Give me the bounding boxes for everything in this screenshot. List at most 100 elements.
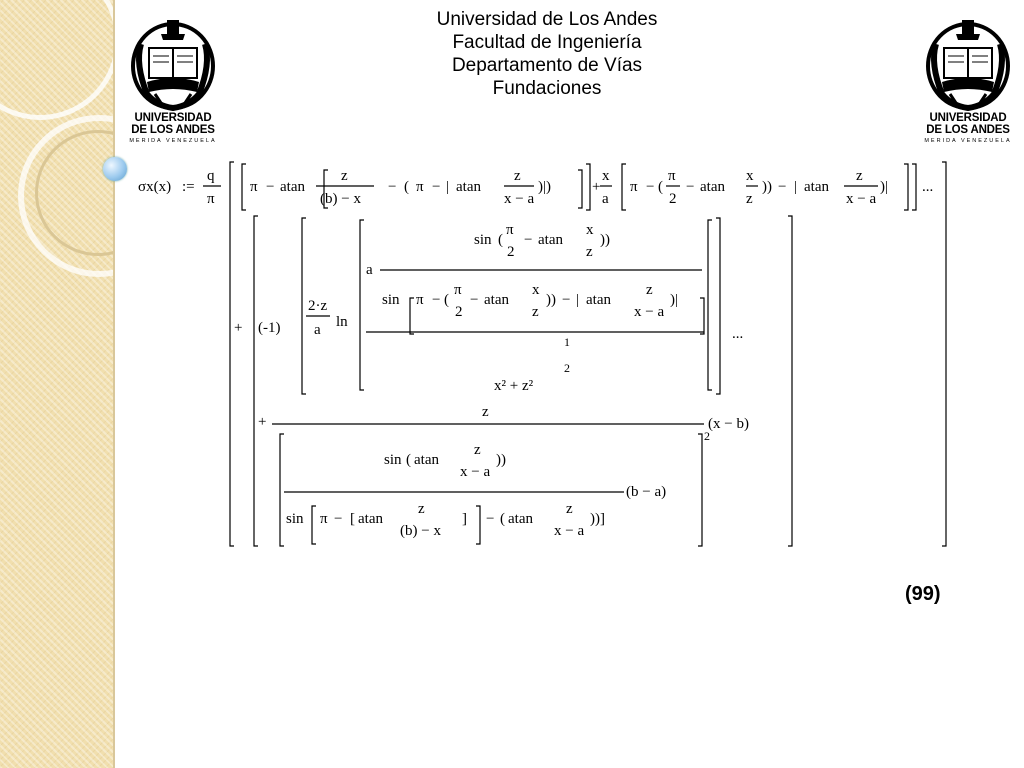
x-symbol: x — [532, 282, 540, 298]
logo-name-line1: UNIVERSIDAD — [134, 112, 212, 124]
logo-location: MERIDA VENEZUELA — [924, 138, 1012, 144]
university-seal-icon — [926, 20, 1010, 112]
department-title: Departamento de Vías — [451, 55, 643, 76]
svg-text:)): )) — [496, 452, 506, 468]
svg-text:)): )) — [600, 232, 610, 248]
svg-text:|: | — [446, 179, 449, 195]
svg-text:−: − — [432, 179, 440, 195]
svg-text:−: − — [470, 292, 478, 308]
svg-text:]: ] — [462, 511, 467, 527]
svg-text:σx(x): σx(x) — [138, 179, 171, 195]
assign-symbol: := — [182, 179, 195, 195]
two-z: 2·z — [308, 298, 327, 314]
z-symbol: z — [746, 191, 753, 207]
pi-symbol: π — [250, 179, 258, 195]
svg-text:)|: )| — [880, 179, 888, 195]
pi-symbol: π — [506, 222, 514, 238]
x-minus-a: x − a — [460, 464, 490, 480]
exponent-two: 2 — [704, 429, 710, 443]
ellipsis: ... — [922, 179, 933, 195]
atan-label: atan — [700, 179, 725, 195]
z-symbol: z — [514, 168, 521, 184]
x2-plus-z2: x² + z² — [494, 378, 534, 394]
z-symbol: z — [341, 168, 348, 184]
atan-label: atan — [538, 232, 563, 248]
svg-text:−: − — [686, 179, 694, 195]
b-minus-a: (b − a) — [626, 484, 666, 500]
q-symbol: q — [207, 168, 215, 184]
sin-label: sin — [382, 292, 400, 308]
bullet-orb-icon — [103, 157, 127, 181]
svg-text:−: − — [432, 292, 440, 308]
atan-label: atan — [586, 292, 611, 308]
x-symbol: x — [586, 222, 594, 238]
logo-location: MERIDA VENEZUELA — [129, 138, 217, 144]
x-symbol: x — [602, 168, 610, 184]
svg-text:(: ( — [406, 452, 411, 468]
svg-text:+: + — [234, 320, 242, 336]
x-minus-a: x − a — [846, 191, 876, 207]
z-symbol: z — [646, 282, 653, 298]
atan-label: atan — [280, 179, 305, 195]
atan-label: atan — [508, 511, 533, 527]
faculty-title: Facultad de Ingeniería — [452, 32, 642, 53]
two-symbol: 2 — [455, 304, 463, 320]
svg-text:(: ( — [658, 179, 663, 195]
half-denominator: 2 — [564, 361, 570, 375]
stress-formula: σx(x) := q π π − atan z (b) − x − ( π − … — [138, 161, 947, 547]
university-logo-left: UNIVERSIDAD DE LOS ANDES MERIDA VENEZUEL… — [125, 14, 221, 150]
atan-label: atan — [358, 511, 383, 527]
equation-number: (99) — [905, 583, 941, 605]
b-minus-x: (b) − x — [400, 523, 441, 539]
half-numerator: 1 — [564, 335, 570, 349]
svg-text:+: + — [592, 179, 600, 195]
a-symbol: a — [366, 262, 373, 278]
two-symbol: 2 — [507, 244, 515, 260]
z-symbol: z — [418, 501, 425, 517]
sin-label: sin — [474, 232, 492, 248]
svg-text:)): )) — [762, 179, 772, 195]
svg-text:|: | — [794, 179, 797, 195]
svg-text:−: − — [334, 511, 342, 527]
logo-name-line2: DE LOS ANDES — [131, 124, 215, 136]
ellipsis: ... — [732, 326, 743, 342]
svg-text:[: [ — [350, 511, 355, 527]
a-symbol: a — [602, 191, 609, 207]
svg-text:(: ( — [500, 511, 505, 527]
z-symbol: z — [482, 404, 489, 420]
svg-text:))]: ))] — [590, 511, 605, 527]
atan-label: atan — [414, 452, 439, 468]
svg-text:(: ( — [498, 232, 503, 248]
pi-symbol: π — [630, 179, 638, 195]
svg-text:|: | — [576, 292, 579, 308]
pi-symbol: π — [416, 292, 424, 308]
svg-text:(: ( — [444, 292, 449, 308]
slide-header: Universidad de Los Andes Facultad de Ing… — [330, 8, 764, 100]
svg-text:−: − — [562, 292, 570, 308]
a-symbol: a — [314, 322, 321, 338]
university-logo-right: UNIVERSIDAD DE LOS ANDES MERIDA VENEZUEL… — [920, 14, 1016, 150]
sin-label: sin — [286, 511, 304, 527]
university-seal-icon — [131, 20, 215, 112]
svg-text:−: − — [778, 179, 786, 195]
atan-label: atan — [484, 292, 509, 308]
x-minus-a: x − a — [554, 523, 584, 539]
svg-text:−: − — [388, 179, 396, 195]
x-minus-a: x − a — [504, 191, 534, 207]
sin-label: sin — [384, 452, 402, 468]
logo-name-line2: DE LOS ANDES — [926, 124, 1010, 136]
svg-text:−: − — [646, 179, 654, 195]
atan-label: atan — [804, 179, 829, 195]
ln-label: ln — [336, 314, 348, 330]
atan-label: atan — [456, 179, 481, 195]
pi-symbol: π — [668, 168, 676, 184]
pi-symbol: π — [320, 511, 328, 527]
svg-text:)|): )|) — [538, 179, 551, 195]
svg-text:(: ( — [404, 179, 409, 195]
b-minus-x: (b) − x — [320, 191, 361, 207]
pi-symbol: π — [454, 282, 462, 298]
decorative-arc — [0, 0, 113, 133]
z-symbol: z — [474, 442, 481, 458]
logo-name-line1: UNIVERSIDAD — [929, 112, 1007, 124]
svg-text:+: + — [258, 414, 266, 430]
